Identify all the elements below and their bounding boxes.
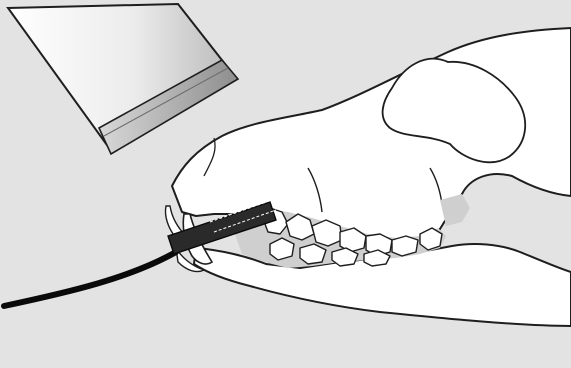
dental-radiography-illustration bbox=[0, 0, 571, 368]
